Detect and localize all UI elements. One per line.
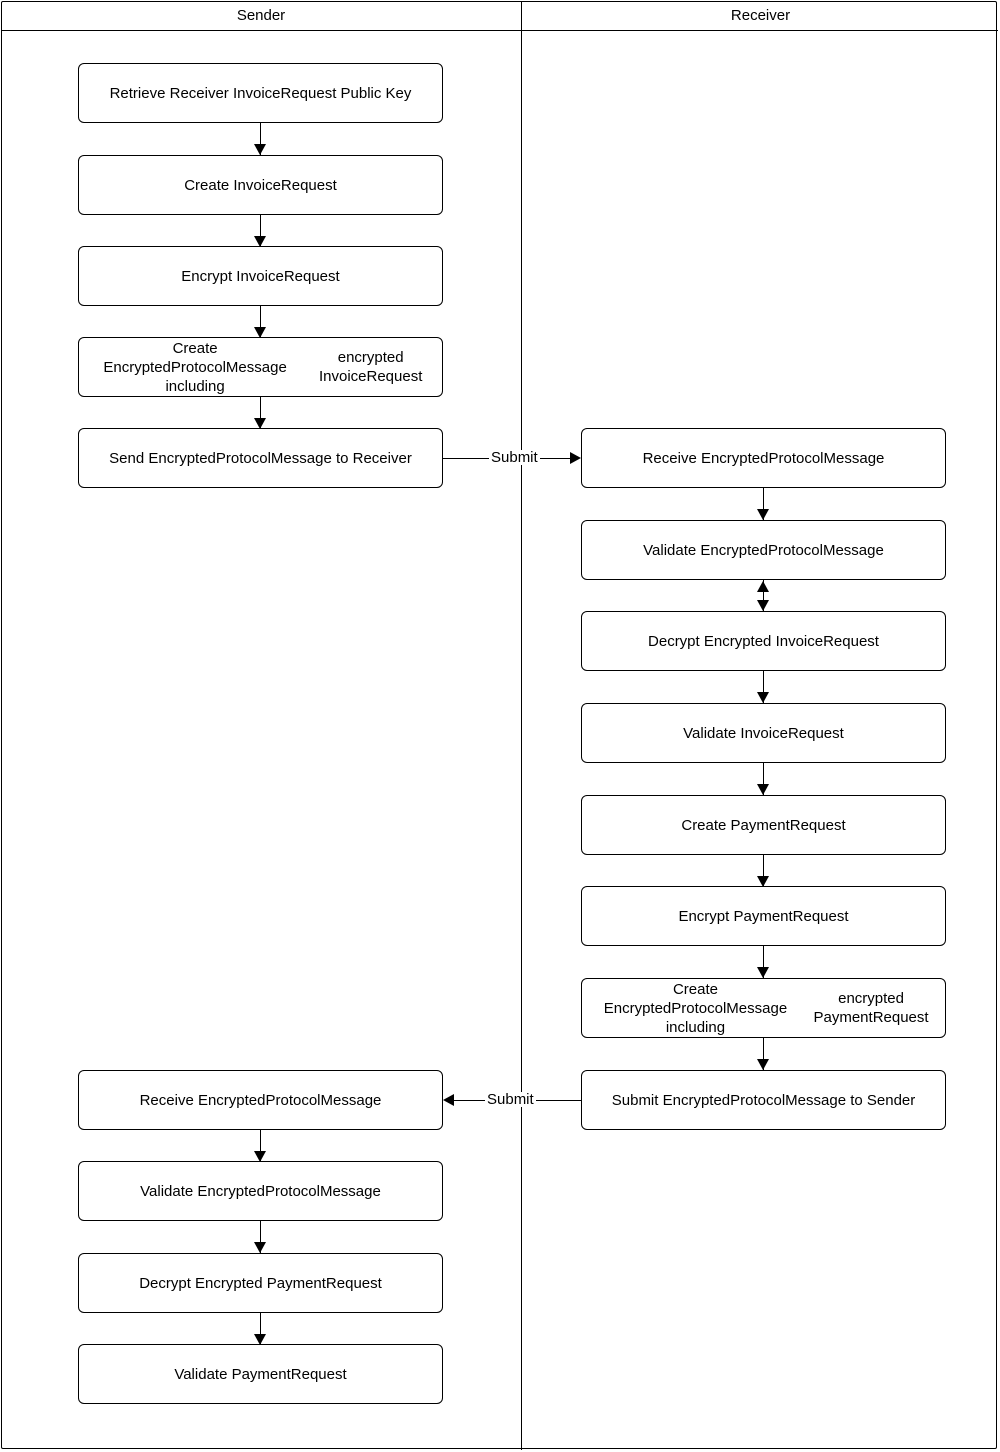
node-send-encryptedprotocolmessage-to-receiver[interactable]: Send EncryptedProtocolMessage to Receive… (78, 428, 443, 488)
edge-s4-s5 (260, 397, 261, 429)
edge-s3-s4 (260, 306, 261, 338)
node-encrypt-paymentrequest[interactable]: Encrypt PaymentRequest (581, 886, 946, 946)
node-create-paymentrequest[interactable]: Create PaymentRequest (581, 795, 946, 855)
edge-r3-r4 (763, 671, 764, 703)
lane-header-separator (1, 30, 998, 31)
edge-r1-r2 (763, 488, 764, 520)
edge-label-submit-to-receiver: Submit (489, 449, 540, 466)
lane-title-sender: Sender (236, 7, 286, 24)
arrowhead-r1-r2 (757, 509, 769, 520)
edge-r7-r8 (763, 1038, 764, 1070)
node-create-encryptedprotocolmessage-invoicerequest[interactable]: Create EncryptedProtocolMessage includin… (78, 337, 443, 397)
node-validate-encryptedprotocolmessage-sender[interactable]: Validate EncryptedProtocolMessage (78, 1161, 443, 1221)
node-validate-invoicerequest[interactable]: Validate InvoiceRequest (581, 703, 946, 763)
arrowhead-s6-s7 (254, 1151, 266, 1162)
arrowhead-r5-r6 (757, 876, 769, 887)
arrowhead-s1-s2 (254, 144, 266, 155)
edge-s7-s8 (260, 1221, 261, 1253)
edge-s1-s2 (260, 123, 261, 155)
lane-title-receiver: Receiver (730, 7, 791, 24)
node-label-line-2: encrypted PaymentRequest (813, 990, 929, 1026)
arrowhead-r3-r4 (757, 692, 769, 703)
edge-s8-s9 (260, 1313, 261, 1345)
node-receive-encryptedprotocolmessage-receiver[interactable]: Receive EncryptedProtocolMessage (581, 428, 946, 488)
edge-label-submit-to-sender: Submit (485, 1091, 536, 1108)
arrowhead-s3-s4 (254, 327, 266, 338)
edge-r2-r3-bidirectional (763, 580, 764, 611)
node-validate-encryptedprotocolmessage-receiver[interactable]: Validate EncryptedProtocolMessage (581, 520, 946, 580)
node-encrypt-invoicerequest[interactable]: Encrypt InvoiceRequest (78, 246, 443, 306)
node-create-invoicerequest[interactable]: Create InvoiceRequest (78, 155, 443, 215)
node-decrypt-encrypted-paymentrequest[interactable]: Decrypt Encrypted PaymentRequest (78, 1253, 443, 1313)
arrowhead-r6-r7 (757, 967, 769, 978)
arrowhead-submit-to-sender (443, 1094, 454, 1106)
node-validate-paymentrequest[interactable]: Validate PaymentRequest (78, 1344, 443, 1404)
arrowhead-s2-s3 (254, 236, 266, 247)
node-create-encryptedprotocolmessage-paymentrequest[interactable]: Create EncryptedProtocolMessage includin… (581, 978, 946, 1038)
node-decrypt-encrypted-invoicerequest[interactable]: Decrypt Encrypted InvoiceRequest (581, 611, 946, 671)
edge-s6-s7 (260, 1130, 261, 1162)
edge-r6-r7 (763, 946, 764, 978)
lane-divider (521, 1, 522, 1450)
arrowhead-r2-r3-down (757, 600, 769, 611)
node-receive-encryptedprotocolmessage-sender[interactable]: Receive EncryptedProtocolMessage (78, 1070, 443, 1130)
arrowhead-submit-to-receiver (570, 452, 581, 464)
node-label-line-2: encrypted InvoiceRequest (318, 349, 423, 385)
node-submit-encryptedprotocolmessage-to-sender[interactable]: Submit EncryptedProtocolMessage to Sende… (581, 1070, 946, 1130)
arrowhead-r3-r2-up (757, 581, 769, 592)
arrowhead-s8-s9 (254, 1334, 266, 1345)
arrowhead-r4-r5 (757, 784, 769, 795)
arrowhead-r7-r8 (757, 1059, 769, 1070)
node-retrieve-receiver-public-key[interactable]: Retrieve Receiver InvoiceRequest Public … (78, 63, 443, 123)
node-label-line-1: Create EncryptedProtocolMessage includin… (103, 339, 287, 395)
arrowhead-s4-s5 (254, 418, 266, 429)
arrowhead-s7-s8 (254, 1242, 266, 1253)
edge-r5-r6 (763, 855, 764, 887)
node-label-line-1: Create EncryptedProtocolMessage includin… (603, 980, 788, 1036)
edge-r4-r5 (763, 763, 764, 795)
edge-s2-s3 (260, 215, 261, 247)
